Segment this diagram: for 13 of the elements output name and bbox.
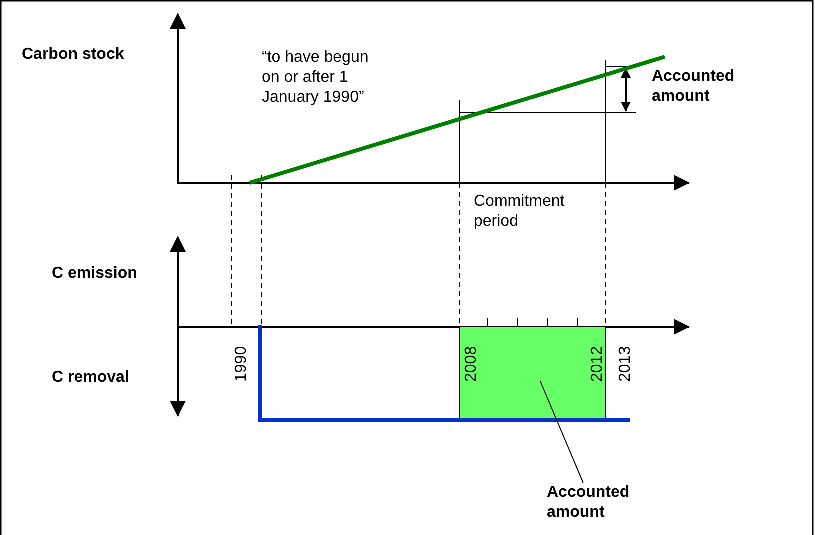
annotation-text: “to have begun on or after 1 January 1990” [262,48,370,108]
year-label: 2013 [616,346,635,382]
callout-text: Accounted amount [547,483,677,523]
year-label: 2008 [462,346,481,382]
accounted-area [460,326,606,420]
annotation-text: Commitment period [474,192,566,232]
year-label: 1990 [232,346,251,382]
axis-label: C emission [52,264,138,284]
leader-line [540,380,584,484]
year-label: 2012 [588,346,607,382]
annotation-text: Accounted amount [652,67,736,107]
axis-label: Carbon stock [22,45,126,65]
axis-label: C removal [52,368,130,388]
